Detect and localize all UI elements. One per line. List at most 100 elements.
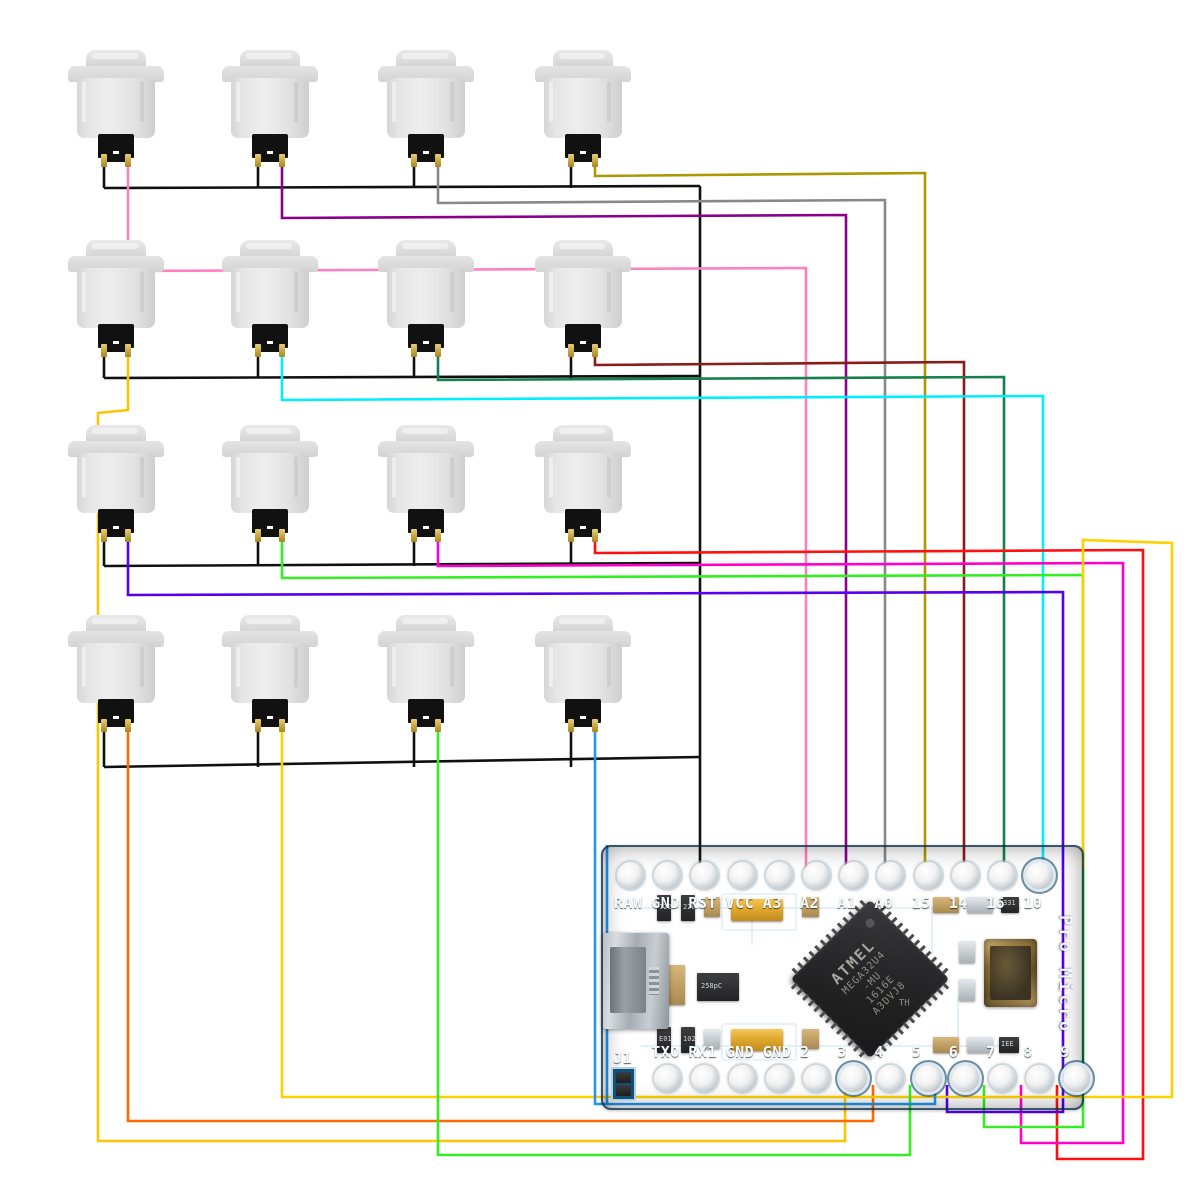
terminal-ground[interactable] [411, 719, 417, 732]
j1-connector[interactable] [611, 1067, 636, 1101]
pin-label-b-4: 4 [874, 1043, 884, 1061]
terminal-signal[interactable] [125, 719, 131, 732]
pro-micro-board[interactable]: 122 220 E01 102 258pC 331 IEE [601, 845, 1091, 1110]
terminal-signal[interactable] [435, 719, 441, 732]
pad-14[interactable] [951, 862, 979, 889]
terminal-ground[interactable] [411, 344, 417, 357]
pin-label-b-8: 8 [1023, 1043, 1033, 1061]
pad-10[interactable] [1026, 862, 1054, 889]
pad-b-6[interactable] [951, 1065, 979, 1092]
terminal-ground[interactable] [568, 529, 574, 542]
terminal-ground[interactable] [101, 154, 107, 167]
terminal-signal[interactable] [435, 344, 441, 357]
pin-label-vcc: VCC [725, 894, 755, 912]
pad-b-5[interactable] [914, 1065, 942, 1092]
pad-b-txo[interactable] [654, 1065, 682, 1092]
pad-15[interactable] [914, 862, 942, 889]
microswitch-base [255, 344, 285, 352]
pad-a1[interactable] [840, 862, 868, 889]
pad-b-8[interactable] [1026, 1065, 1054, 1092]
terminal-ground[interactable] [411, 154, 417, 167]
arcade-button[interactable] [68, 615, 164, 732]
terminal-signal[interactable] [125, 154, 131, 167]
arcade-button[interactable] [378, 240, 474, 357]
usb-micro-connector[interactable] [603, 933, 669, 1029]
pad-a2[interactable] [803, 862, 830, 889]
button-body-shadow [607, 272, 611, 312]
pad-a0[interactable] [877, 862, 905, 889]
pad-gnd[interactable] [654, 862, 682, 889]
pad-vcc[interactable] [728, 862, 756, 889]
terminal-signal[interactable] [279, 529, 285, 542]
arcade-button[interactable] [68, 425, 164, 542]
arcade-button[interactable] [68, 240, 164, 357]
arcade-button[interactable] [68, 50, 164, 167]
terminal-signal[interactable] [592, 719, 598, 732]
terminal-ground[interactable] [411, 529, 417, 542]
pin-label-a3: A3 [762, 894, 782, 912]
button-body-shadow [607, 82, 611, 122]
ground-bus-rail [103, 561, 701, 568]
smd-marking: 331 [1003, 899, 1016, 907]
arcade-button[interactable] [378, 50, 474, 167]
arcade-button[interactable] [222, 425, 318, 542]
ground-bus-rail [103, 374, 701, 380]
pad-b-7[interactable] [989, 1065, 1016, 1092]
smd-component [933, 1037, 959, 1053]
arcade-button[interactable] [535, 425, 631, 542]
terminal-signal[interactable] [435, 529, 441, 542]
pad-b-9[interactable] [1063, 1065, 1091, 1092]
button-cap-highlight [559, 428, 605, 434]
pad-raw[interactable] [617, 862, 644, 889]
terminal-signal[interactable] [592, 154, 598, 167]
terminal-signal[interactable] [435, 154, 441, 167]
smd-regulator [697, 973, 739, 1001]
button-body-shadow [450, 647, 454, 687]
smd-led [704, 1029, 720, 1049]
terminal-signal[interactable] [592, 529, 598, 542]
crystal-body [990, 946, 1031, 1000]
pad-rst[interactable] [691, 862, 719, 889]
terminal-signal[interactable] [279, 154, 285, 167]
pad-a3[interactable] [765, 862, 793, 889]
arcade-button[interactable] [535, 615, 631, 732]
terminal-ground[interactable] [101, 529, 107, 542]
pcb-trace [931, 907, 933, 955]
terminal-ground[interactable] [255, 529, 261, 542]
microswitch-base [568, 154, 598, 162]
terminal-ground[interactable] [101, 344, 107, 357]
terminal-signal[interactable] [279, 719, 285, 732]
terminal-ground[interactable] [255, 154, 261, 167]
terminal-ground[interactable] [255, 344, 261, 357]
pad-16[interactable] [989, 862, 1016, 889]
arcade-button[interactable] [378, 425, 474, 542]
terminal-signal[interactable] [125, 344, 131, 357]
terminal-ground[interactable] [568, 344, 574, 357]
pad-b-2[interactable] [803, 1065, 830, 1092]
button-cap-highlight [246, 243, 292, 249]
pad-b-4[interactable] [877, 1065, 905, 1092]
smd-component [959, 979, 975, 1001]
arcade-button[interactable] [222, 50, 318, 167]
arcade-button[interactable] [222, 240, 318, 357]
button-cap-highlight [559, 618, 605, 624]
terminal-ground[interactable] [255, 719, 261, 732]
pin-label-b-rx1: RX1 [688, 1043, 717, 1061]
wire-6 [126, 537, 1065, 1114]
button-body-highlight [236, 647, 240, 687]
terminal-ground[interactable] [568, 154, 574, 167]
terminal-signal[interactable] [279, 344, 285, 357]
arcade-button[interactable] [535, 240, 631, 357]
pad-b-3[interactable] [840, 1065, 868, 1092]
arcade-button[interactable] [535, 50, 631, 167]
pin-label-b-gnd: GND [762, 1043, 792, 1061]
terminal-signal[interactable] [125, 529, 131, 542]
arcade-button[interactable] [222, 615, 318, 732]
pad-b-rx1[interactable] [691, 1065, 719, 1092]
pad-b-gnd[interactable] [728, 1065, 756, 1092]
terminal-ground[interactable] [568, 719, 574, 732]
terminal-signal[interactable] [592, 344, 598, 357]
arcade-button[interactable] [378, 615, 474, 732]
terminal-ground[interactable] [101, 719, 107, 732]
pad-b-gnd[interactable] [765, 1065, 793, 1092]
